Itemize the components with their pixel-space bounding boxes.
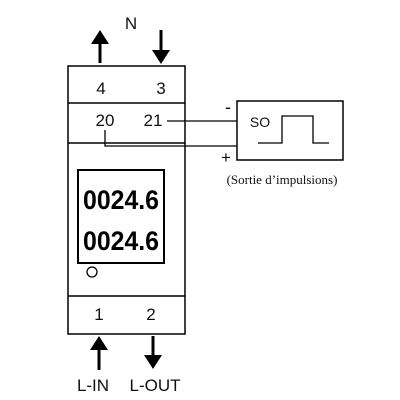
- terminal-20: 20: [96, 111, 115, 130]
- display-line-1: 0024.6: [83, 185, 159, 215]
- indicator-led: [86, 266, 98, 278]
- arrow-up-icon: [90, 336, 108, 370]
- neutral-label: N: [125, 14, 137, 33]
- so-label: SO: [250, 114, 270, 130]
- arrow-up-icon: [91, 30, 109, 63]
- wire-20: [104, 130, 237, 147]
- terminal-21: 21: [144, 111, 163, 130]
- line-out-label: L-OUT: [130, 376, 181, 395]
- terminal-1: 1: [94, 305, 103, 324]
- lcd-display: [77, 169, 165, 264]
- plus-sign: +: [221, 148, 231, 167]
- terminal-4: 4: [96, 79, 105, 98]
- display-line-2: 0024.6: [83, 226, 159, 256]
- terminal-2: 2: [146, 305, 155, 324]
- pulse-caption: (Sortie d’impulsions): [227, 172, 338, 187]
- pulse-output-box: [236, 100, 344, 161]
- minus-sign: -: [225, 97, 231, 117]
- terminal-3: 3: [156, 79, 165, 98]
- arrow-down-icon: [144, 336, 162, 369]
- pulse-waveform-icon: [258, 115, 329, 144]
- line-in-label: L-IN: [77, 376, 109, 395]
- arrow-down-icon: [152, 30, 170, 64]
